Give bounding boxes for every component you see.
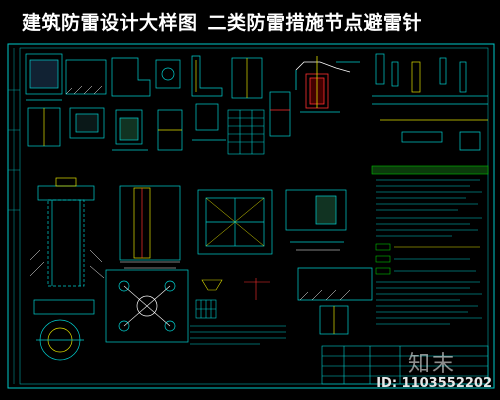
table-materials [227, 109, 265, 155]
detail-connection [285, 189, 347, 251]
detail-column-splice [231, 57, 291, 137]
detail-parapet [191, 55, 226, 141]
watermark-logo: 知末 [407, 352, 456, 377]
detail-grid-small [190, 278, 286, 345]
drawing-title: 建筑防雷设计大样图二类防雷措施节点避雷针 [22, 8, 422, 35]
detail-ground-electrodes [372, 53, 488, 151]
detail-footing-hatch [65, 59, 107, 139]
detail-column-rebar [119, 185, 181, 269]
detail-slab-grid [197, 189, 273, 255]
sheet-inner-frame [19, 47, 489, 385]
detail-roof-section [297, 267, 373, 335]
title-block [321, 345, 489, 385]
watermark-id: ID: 1103552202 [376, 376, 492, 391]
detail-foundation-1 [25, 53, 63, 147]
title-part-2: 二类防雷措施节点避雷针 [207, 12, 423, 34]
design-notes-block [371, 165, 489, 325]
detail-lightning-rod [295, 56, 360, 113]
binding-strip [8, 48, 20, 384]
title-part-1: 建筑防雷设计大样图 [22, 12, 198, 34]
detail-base-plate [105, 269, 189, 343]
detail-roof-edge [111, 57, 151, 151]
sheet-frame [7, 43, 495, 389]
detail-pile-section [29, 177, 105, 287]
detail-clamp [155, 59, 183, 151]
detail-pit-plan [33, 299, 95, 361]
